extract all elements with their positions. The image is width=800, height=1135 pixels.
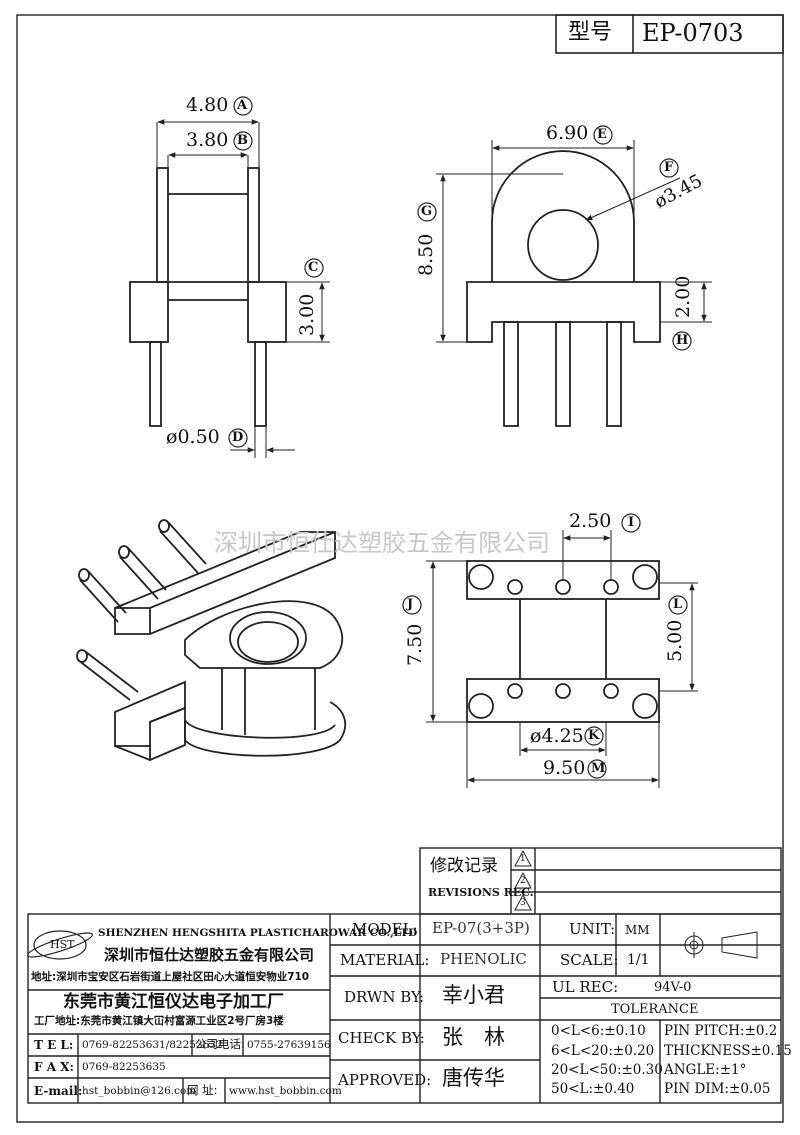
revision-mark-3: 3 — [520, 898, 526, 908]
revisions-table — [419, 847, 782, 915]
spec-drawn-label: DRWN BY: — [344, 988, 425, 1006]
watermark: 深圳市恒仕达塑胶五金有限公司 — [214, 529, 550, 557]
revision-mark-1: 1 — [520, 854, 526, 864]
spec-ul-value: 94V-0 — [654, 980, 692, 995]
dim-j-letter: J — [407, 597, 414, 612]
fax-label: F A X: — [34, 1060, 74, 1074]
tel-value: 0769-82253631/82253632 — [82, 1039, 223, 1051]
spec-check-value: 张 林 — [442, 1025, 505, 1049]
dim-m-value: 9.50 — [543, 757, 586, 779]
dim-l-letter: L — [673, 597, 683, 612]
title-block — [27, 913, 782, 1104]
tolerance-line-1: 0<L<6:±0.10 — [551, 1023, 646, 1039]
pin-tolerance-4: PIN DIM:±0.05 — [664, 1081, 771, 1097]
side-view-dimensions — [156, 119, 330, 458]
web-value[interactable]: www.hst_bobbin.com — [229, 1085, 342, 1097]
dimension-letter-circles — [228, 96, 692, 779]
company-name-cn: 深圳市恒仕达塑胶五金有限公司 — [104, 946, 315, 964]
dim-a-value: 4.80 — [186, 94, 229, 116]
spec-approved-label: APPROVED: — [338, 1071, 432, 1089]
dim-k-value: ø4.25 — [530, 725, 584, 747]
tolerance-line-3: 20<L<50:±0.30 — [551, 1062, 663, 1078]
isometric-view — [76, 519, 347, 762]
revisions-title-cn: 修改记录 — [430, 856, 498, 876]
dim-m-letter: M — [591, 761, 606, 776]
factory-name: 东莞市黄江恒仪达电子加工厂 — [63, 992, 284, 1012]
side-view — [129, 167, 287, 427]
spec-model-value: EP-07(3+3P) — [432, 919, 530, 937]
factory-address: 工厂地址:东莞市黄江镇大冚村富源工业区2号厂房3楼 — [34, 1015, 284, 1027]
fax-value: 0769-82253635 — [82, 1061, 166, 1073]
spec-unit-label: UNIT: — [569, 920, 616, 938]
dim-e-value: 6.90 — [546, 122, 589, 144]
dim-k-letter: K — [588, 728, 600, 743]
projection-symbol — [680, 931, 758, 959]
pin-tolerance-1: PIN PITCH:±0.2 — [664, 1023, 778, 1039]
company-address: 地址:深圳市宝安区石岩街道上屋社区田心大道恒安物业710 — [31, 971, 310, 983]
dim-a-letter: A — [237, 98, 248, 113]
spec-approved-value: 唐传华 — [442, 1066, 505, 1090]
dim-i-value: 2.50 — [569, 510, 612, 532]
spec-scale-label: SCALE: — [560, 951, 619, 969]
revision-mark-2: 2 — [520, 876, 526, 886]
company-phone-value: 0755-27639156 — [247, 1039, 331, 1051]
model-label: 型号 — [568, 20, 613, 45]
dim-d-value: ø0.50 — [166, 426, 220, 448]
spec-material-value: PHENOLIC — [440, 950, 527, 968]
dim-l-value: 5.00 — [664, 619, 686, 662]
web-label: 网 址: — [187, 1083, 218, 1097]
spec-unit-value: MM — [625, 923, 650, 937]
front-view — [466, 150, 661, 427]
dim-f-letter: F — [664, 160, 674, 175]
revisions-title-en: REVISIONS REC. — [428, 886, 534, 899]
dim-c-letter: C — [308, 260, 319, 275]
dim-g-letter: G — [421, 204, 433, 219]
tolerance-title: TOLERANCE — [611, 1002, 699, 1017]
bottom-view-dimensions — [426, 530, 698, 788]
dim-g-value: 8.50 — [415, 233, 437, 276]
tel-label: T E L: — [34, 1038, 74, 1052]
dim-e-letter: E — [597, 127, 607, 142]
email-value[interactable]: hst_bobbin@126.com — [82, 1085, 197, 1097]
dim-b-value: 3.80 — [186, 129, 229, 151]
spec-model-label: MODEL: — [352, 920, 418, 938]
company-phone-label: 公司电话: — [195, 1037, 245, 1051]
model-number: EP-0703 — [642, 19, 744, 47]
company-name-en: SHENZHEN HENGSHITA PLASTICHAROWAR CO.,LT… — [98, 927, 418, 939]
dim-i-letter: I — [628, 515, 635, 530]
spec-check-label: CHECK BY: — [338, 1029, 425, 1047]
dim-d-letter: D — [232, 430, 244, 445]
logo-text: HST — [50, 938, 75, 951]
spec-ul-label: UL REC: — [552, 978, 619, 996]
email-label: E-mail: — [34, 1084, 83, 1098]
dim-c-value: 3.00 — [296, 293, 318, 336]
dim-h-value: 2.00 — [672, 275, 694, 318]
bottom-view — [466, 560, 660, 723]
pin-tolerance-3: ANGLE:±1° — [664, 1062, 747, 1078]
pin-tolerance-2: THICKNESS±0.15 — [664, 1043, 792, 1059]
spec-drawn-value: 幸小君 — [442, 983, 505, 1007]
dim-h-letter: H — [676, 333, 689, 348]
spec-scale-value: 1/1 — [627, 952, 650, 968]
front-view-dimensions — [436, 140, 712, 343]
spec-material-label: MATERIAL: — [340, 951, 430, 969]
tolerance-line-4: 50<L:±0.40 — [551, 1081, 635, 1097]
tolerance-line-2: 6<L<20:±0.20 — [551, 1043, 655, 1059]
dim-j-value: 7.50 — [404, 623, 426, 666]
hst-logo — [27, 930, 93, 960]
dim-b-letter: B — [237, 133, 248, 148]
